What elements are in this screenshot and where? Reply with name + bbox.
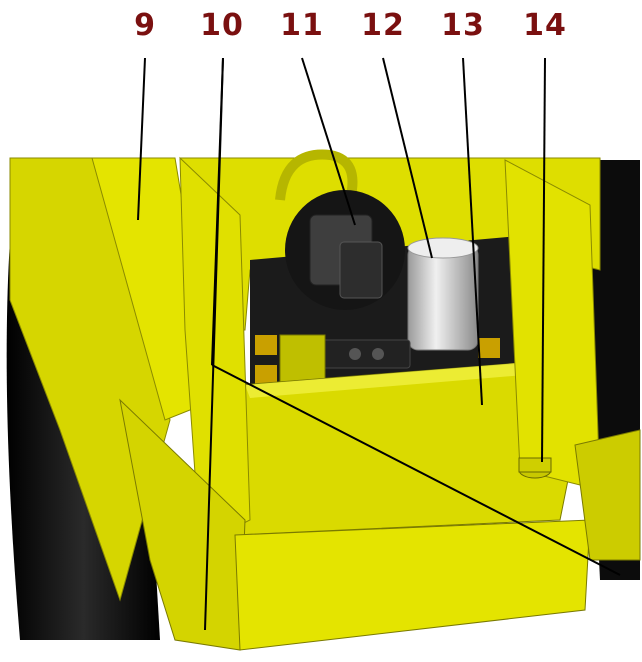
- valve-block: [319, 339, 411, 369]
- leader-line-14: [541, 57, 546, 463]
- callout-label-12: 12: [361, 8, 405, 43]
- fitting: [478, 338, 500, 358]
- leader-lines: [137, 57, 621, 631]
- leader-line-10b: [204, 57, 224, 631]
- callout-label-10: 10: [200, 8, 244, 43]
- filter-top: [407, 237, 479, 259]
- grab-handle: [275, 149, 358, 202]
- lower-chassis: [119, 398, 246, 651]
- callout-label-13: 13: [441, 8, 485, 43]
- tank-top-edge: [245, 360, 560, 398]
- valve-port: [372, 348, 384, 360]
- right-side-panel: [504, 159, 601, 491]
- leader-line-12: [382, 57, 433, 259]
- fitting: [255, 335, 277, 355]
- fill-cap-body: [518, 457, 552, 473]
- leader-line-10c: [211, 364, 621, 576]
- front-plate: [234, 519, 591, 651]
- callout-label-9: 9: [134, 8, 156, 43]
- right-base: [574, 429, 641, 561]
- callout-label-14: 14: [523, 8, 567, 43]
- callout-label-11: 11: [280, 8, 324, 43]
- leader-line-9: [137, 57, 146, 221]
- motor-cap: [339, 241, 383, 299]
- filter-canister: [407, 244, 479, 351]
- leader-line-13: [462, 57, 483, 406]
- valve-port: [349, 348, 361, 360]
- fitting: [255, 365, 277, 385]
- leader-line-11: [301, 57, 356, 226]
